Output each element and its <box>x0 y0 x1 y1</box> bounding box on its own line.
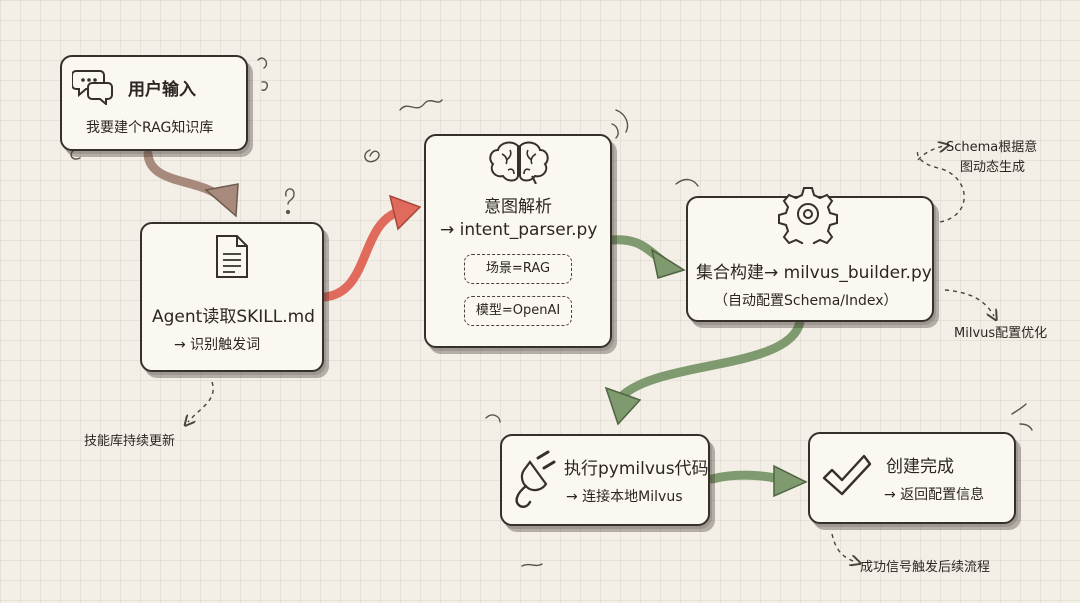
intent-tag-scene: 场景=RAG <box>464 254 572 284</box>
note-schema-line1: Schema根据意 <box>946 140 1038 155</box>
note-skill-update: 技能库持续更新 <box>84 434 176 449</box>
note-success: 成功信号触发后续流程 <box>860 560 991 575</box>
execute-title: 执行pymilvus代码 <box>564 459 709 479</box>
user-input-subtitle: 我要建个RAG知识库 <box>86 120 214 136</box>
arrow-collection-to-execute <box>604 317 805 426</box>
arrow-execute-to-done <box>707 464 808 498</box>
dashed-arrow-schema-head <box>917 146 944 161</box>
dashed-arrow-success <box>831 533 856 562</box>
checkmark-icon <box>822 454 872 496</box>
gear-icon <box>778 187 838 244</box>
agent-title: Agent读取SKILL.md <box>152 307 315 327</box>
arrow-user-to-agent <box>143 149 239 218</box>
execute-subtitle: → 连接本地Milvus <box>566 489 683 505</box>
intent-tag-model: 模型=OpenAI <box>464 296 572 326</box>
agent-subtitle: → 识别触发词 <box>174 337 261 353</box>
node-done: 创建完成 → 返回配置信息 <box>808 432 1016 524</box>
node-agent: Agent读取SKILL.md → 识别触发词 <box>140 222 324 372</box>
speech-bubbles-icon <box>72 70 113 105</box>
node-intent-parser: 意图解析 → intent_parser.py 场景=RAG 模型=OpenAI <box>424 134 612 348</box>
arrow-intent-to-collection <box>607 235 686 279</box>
done-subtitle: → 返回配置信息 <box>884 487 985 503</box>
note-milvus-opt: Milvus配置优化 <box>954 326 1048 341</box>
node-user-input: 用户输入 我要建个RAG知识库 <box>60 55 248 151</box>
intent-title: 意图解析 <box>484 197 552 217</box>
collection-title: 集合构建→ milvus_builder.py <box>696 263 932 283</box>
intent-subtitle: → intent_parser.py <box>440 220 598 240</box>
node-collection-builder: 集合构建→ milvus_builder.py （自动配置Schema/Inde… <box>686 187 934 322</box>
done-title: 创建完成 <box>886 457 954 477</box>
brain-icon <box>489 141 549 184</box>
dashed-arrow-milvus-opt <box>944 289 994 316</box>
user-input-title: 用户输入 <box>128 80 196 100</box>
plug-icon <box>515 450 556 508</box>
arrow-agent-to-intent <box>320 194 422 302</box>
collection-subtitle: （自动配置Schema/Index） <box>714 293 898 309</box>
note-schema-line2: 图动态生成 <box>960 160 1026 175</box>
document-icon <box>216 235 248 278</box>
node-execute: 执行pymilvus代码 → 连接本地Milvus <box>500 434 710 526</box>
dashed-arrow-skill-update <box>188 381 214 422</box>
